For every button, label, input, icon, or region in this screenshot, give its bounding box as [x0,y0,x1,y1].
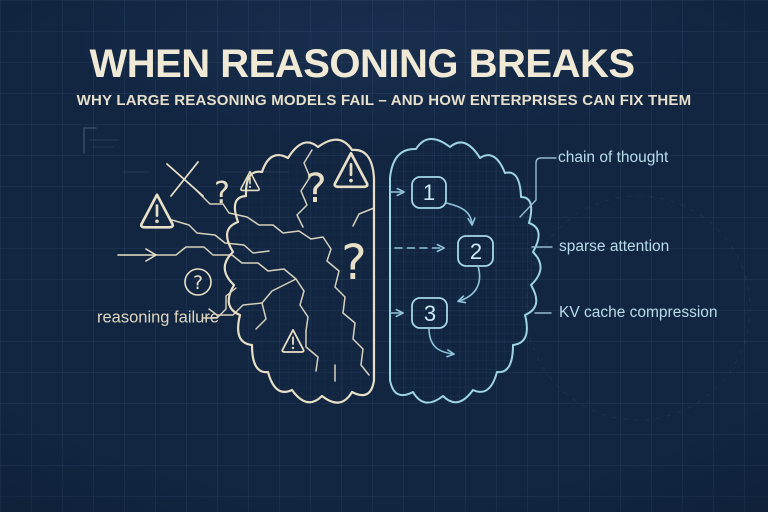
step-number-3: 3 [424,301,436,326]
right-hemisphere: 1 2 3 [389,138,557,404]
left-hemisphere: ? ? ? ? [117,138,376,404]
x-mark-icon [166,161,204,197]
question-mark: ? [305,166,326,212]
question-mark: ? [214,176,230,211]
page-subtitle: WHY LARGE REASONING MODELS FAIL – AND HO… [76,92,692,109]
label-chain-of-thought: chain of thought [558,149,669,166]
circled-question-mark-icon: ? [184,268,212,296]
step-number-1: 1 [423,180,435,205]
step-number-2: 2 [470,239,482,264]
label-sparse-attention: sparse attention [559,238,670,255]
label-kv-cache-compression: KV cache compression [559,304,718,321]
warning-triangle-icon [139,193,175,229]
page-title: WHEN REASONING BREAKS [89,42,635,86]
right-hemisphere-outline [389,138,542,404]
input-arrow [117,248,157,262]
question-mark: ? [341,235,366,291]
question-mark: ? [193,272,203,294]
label-reasoning-failure: reasoning failure [97,308,219,327]
